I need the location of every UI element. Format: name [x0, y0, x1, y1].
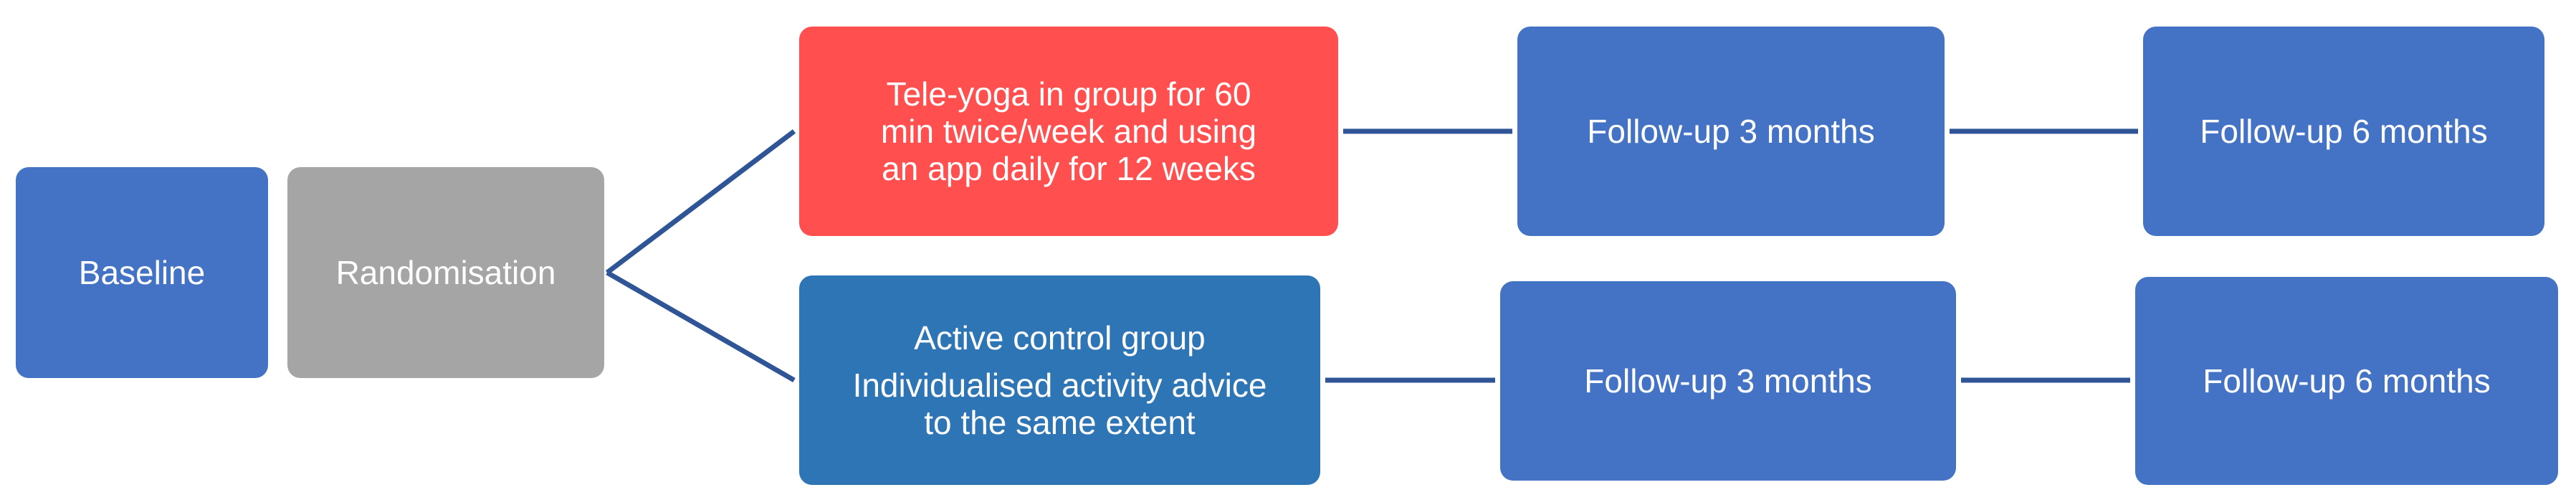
followup-6-months-bottom-label: Follow-up 6 months — [2203, 362, 2491, 400]
followup-6-months-top-box: Follow-up 6 months — [2143, 27, 2544, 236]
teleyoga-line-2: min twice/week and using — [880, 113, 1257, 150]
connector-randomisation-to-control — [606, 270, 796, 383]
followup-3-months-bottom-box: Follow-up 3 months — [1500, 281, 1956, 481]
control-line-1: Individualised activity advice — [852, 367, 1267, 404]
teleyoga-line-3: an app daily for 12 weeks — [882, 150, 1256, 187]
followup-6-months-top-label: Follow-up 6 months — [2200, 113, 2488, 150]
teleyoga-intervention-box: Tele-yoga in group for 60 min twice/week… — [799, 27, 1338, 236]
teleyoga-line-1: Tele-yoga in group for 60 — [886, 75, 1251, 113]
baseline-label: Baseline — [78, 254, 206, 291]
followup-3-months-bottom-label: Follow-up 3 months — [1584, 362, 1872, 400]
followup-6-months-bottom-box: Follow-up 6 months — [2135, 277, 2558, 485]
connector-randomisation-to-teleyoga — [605, 129, 796, 275]
control-line-2: to the same extent — [924, 404, 1196, 441]
followup-3-months-top-label: Follow-up 3 months — [1587, 113, 1875, 150]
baseline-box: Baseline — [16, 167, 268, 378]
control-title: Active control group — [914, 319, 1206, 357]
active-control-box: Active control group Individualised acti… — [799, 275, 1320, 485]
randomisation-label: Randomisation — [335, 254, 556, 291]
followup-3-months-top-box: Follow-up 3 months — [1517, 27, 1945, 236]
randomisation-box: Randomisation — [287, 167, 604, 378]
